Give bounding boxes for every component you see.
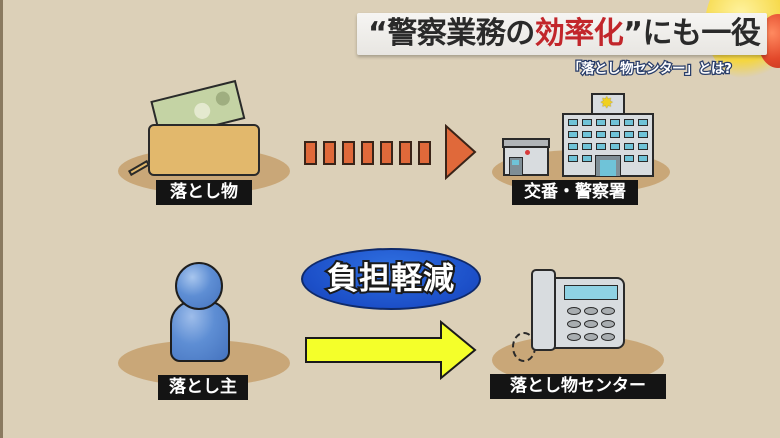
title-part1: 警察業務の bbox=[387, 16, 535, 51]
title-close-quote: ” bbox=[623, 16, 643, 51]
title-highlight: 効率化 bbox=[534, 16, 624, 51]
police-box-roof bbox=[502, 138, 550, 148]
police-box-light bbox=[525, 150, 530, 155]
frame-edge bbox=[0, 0, 3, 438]
label-owner: 落とし主 bbox=[158, 375, 248, 400]
title-open-quote: “ bbox=[368, 16, 388, 51]
police-emblem-icon: ✸ bbox=[600, 93, 614, 112]
arrow-dash bbox=[399, 141, 412, 165]
telephone-handset-icon bbox=[531, 269, 556, 351]
headline-subtitle: 「落とし物センター」とは? bbox=[567, 60, 733, 79]
yellow-arrow-shaft bbox=[305, 337, 441, 363]
arrow-dash bbox=[304, 141, 317, 165]
telephone-display bbox=[564, 285, 618, 300]
wallet-icon bbox=[148, 124, 260, 176]
yellow-arrowhead-icon bbox=[439, 320, 477, 380]
police-station-tower bbox=[591, 93, 625, 115]
burden-reduction-badge bbox=[301, 248, 481, 310]
person-icon bbox=[175, 262, 223, 310]
orange-arrowhead-icon bbox=[445, 124, 477, 180]
arrow-dash bbox=[380, 141, 393, 165]
person-body-icon bbox=[170, 300, 230, 362]
burden-reduction-label: 負担軽減 bbox=[325, 259, 456, 299]
title-part2: にも一役 bbox=[642, 16, 761, 51]
label-lost-item: 落とし物 bbox=[156, 180, 252, 205]
arrow-dash bbox=[418, 141, 431, 165]
arrow-dash bbox=[323, 141, 336, 165]
arrow-dash bbox=[342, 141, 355, 165]
headline-title: “警察業務の効率化”にも一役 bbox=[368, 14, 761, 54]
police-station-door bbox=[595, 155, 621, 177]
title-banner bbox=[357, 13, 767, 55]
police-box-door bbox=[509, 157, 523, 176]
label-lost-item-center: 落とし物センター bbox=[490, 374, 666, 399]
label-police: 交番・警察署 bbox=[512, 180, 638, 205]
arrow-dash bbox=[361, 141, 374, 165]
dashed-arrow-connector bbox=[304, 141, 431, 165]
